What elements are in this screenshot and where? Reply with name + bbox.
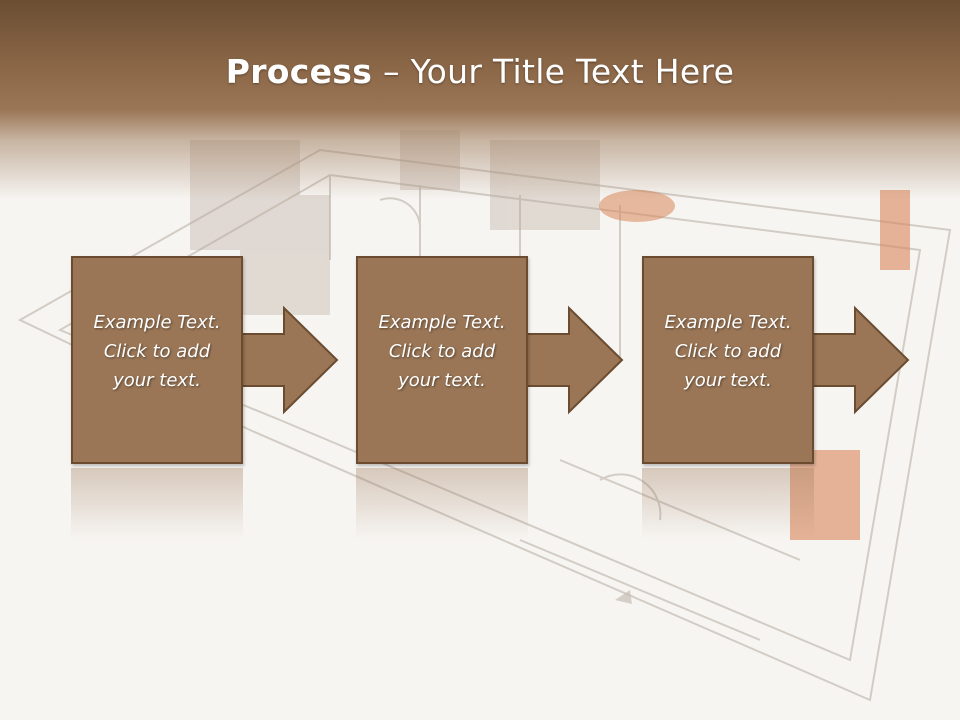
title-rest-text: Your Title Text Here [410, 52, 735, 91]
process-step-1[interactable]: Example Text. Click to add your text. [71, 256, 341, 468]
process-step-3[interactable]: Example Text. Click to add your text. [642, 256, 912, 468]
step-reflection [356, 468, 528, 540]
slide-title[interactable]: Process – Your Title Text Here [0, 52, 960, 91]
title-bold-text: Process [225, 52, 373, 91]
right-arrow-icon [811, 305, 910, 415]
step-box [71, 256, 243, 464]
step-text[interactable]: Example Text. Click to add your text. [664, 312, 792, 391]
step-box [642, 256, 814, 464]
step-reflection [71, 468, 243, 540]
step-text[interactable]: Example Text. Click to add your text. [93, 312, 221, 391]
step-reflection [642, 468, 814, 540]
right-arrow-icon [525, 305, 624, 415]
step-box [356, 256, 528, 464]
right-arrow-icon [240, 305, 339, 415]
process-step-2[interactable]: Example Text. Click to add your text. [356, 256, 626, 468]
step-text[interactable]: Example Text. Click to add your text. [378, 312, 506, 391]
title-band [0, 0, 960, 200]
title-separator: – [383, 52, 400, 91]
